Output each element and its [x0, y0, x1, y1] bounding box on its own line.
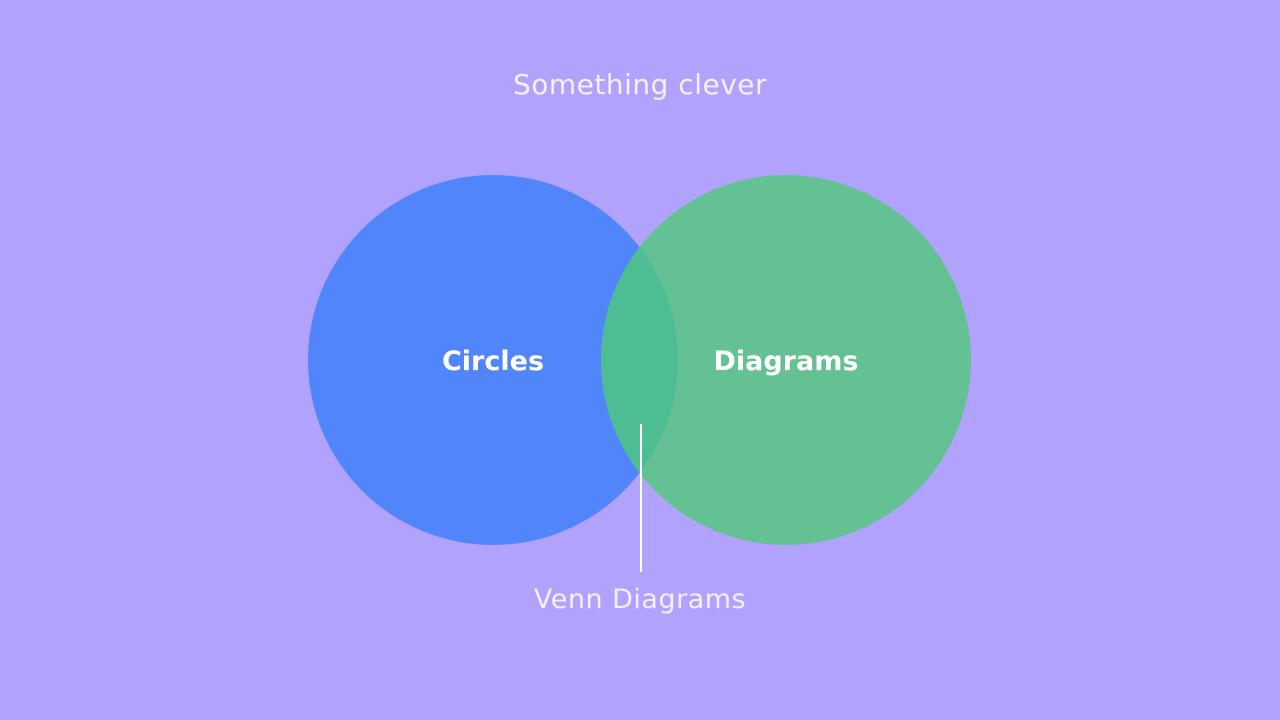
set-label-circles: Circles [442, 346, 544, 377]
intersection-label: Venn Diagrams [533, 584, 747, 615]
set-label-diagrams: Diagrams [714, 346, 859, 377]
set-circle-diagrams [601, 175, 971, 545]
slide-title: Something clever [512, 68, 768, 101]
set-circle-circles [308, 175, 678, 545]
